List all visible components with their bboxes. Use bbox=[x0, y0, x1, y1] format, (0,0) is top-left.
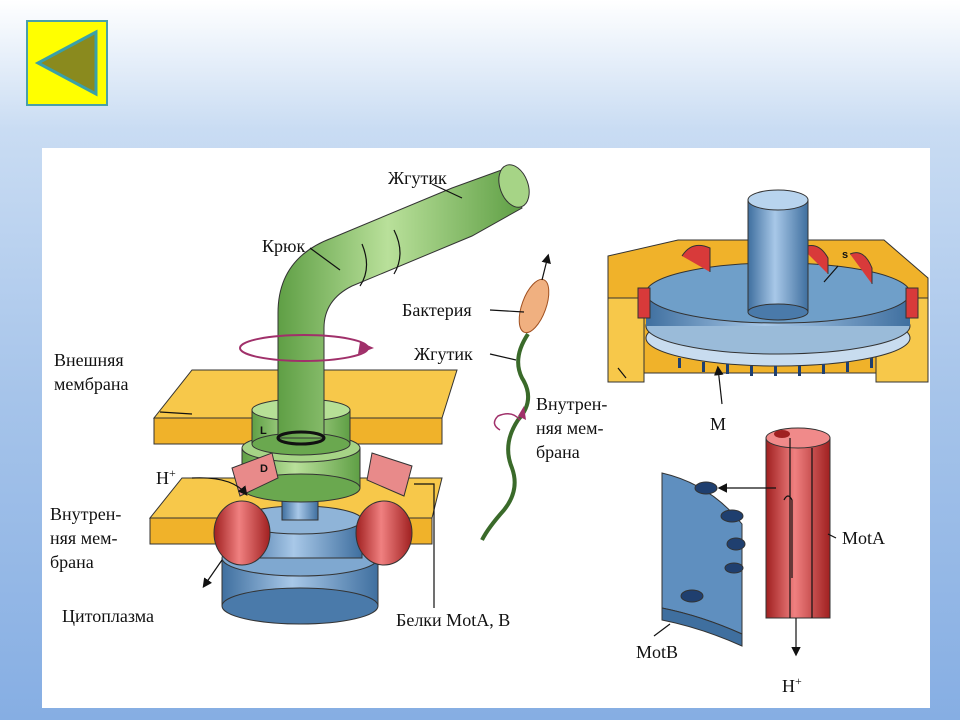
triangle-left-icon bbox=[34, 29, 98, 97]
proton-arrows-left bbox=[191, 477, 248, 588]
label-ring-s: s bbox=[842, 249, 848, 261]
flagellar-motor-diagram: Жгутик Крюк Бактерия Жгутик Внешняя мемб… bbox=[50, 164, 929, 696]
label-ring-m: M bbox=[710, 414, 726, 434]
label-proton-left: H+ bbox=[156, 466, 176, 488]
label-flagellum-small: Жгутик bbox=[414, 344, 473, 364]
label-ring-l: L bbox=[260, 425, 267, 437]
label-ring-d: D bbox=[260, 463, 268, 475]
label-inner-membrane-left-1: Внутрен- bbox=[50, 504, 121, 524]
label-outer-membrane-2: мембрана bbox=[54, 374, 129, 394]
bacterium-figure bbox=[480, 253, 551, 541]
label-inner-membrane-left-2: няя мем- bbox=[50, 528, 117, 548]
label-inner-membrane-left-3: брана bbox=[50, 552, 94, 572]
mot-proteins-left bbox=[213, 452, 413, 566]
label-cytoplasm: Цитоплазма bbox=[62, 606, 154, 626]
label-proton-right: H+ bbox=[782, 674, 802, 696]
label-motb: MotB bbox=[636, 642, 678, 662]
label-inner-membrane-right-2: няя мем- bbox=[536, 418, 603, 438]
diagram-panel: Жгутик Крюк Бактерия Жгутик Внешняя мемб… bbox=[42, 148, 930, 708]
label-outer-membrane-1: Внешняя bbox=[54, 350, 124, 370]
label-inner-membrane-right-3: брана bbox=[536, 442, 580, 462]
rotation-arrow-left bbox=[239, 334, 374, 362]
label-flagellum: Жгутик bbox=[388, 168, 447, 188]
flagellum-shaft bbox=[276, 164, 530, 446]
ms-ring-detail bbox=[607, 189, 929, 383]
label-mota: MotA bbox=[842, 528, 885, 548]
back-button[interactable] bbox=[26, 20, 108, 106]
label-hook: Крюк bbox=[262, 236, 305, 256]
label-mot-proteins: Белки MotA, B bbox=[396, 610, 510, 630]
label-inner-membrane-right-1: Внутрен- bbox=[536, 394, 607, 414]
mota-motb-detail bbox=[661, 427, 831, 657]
label-bacterium: Бактерия bbox=[402, 300, 472, 320]
